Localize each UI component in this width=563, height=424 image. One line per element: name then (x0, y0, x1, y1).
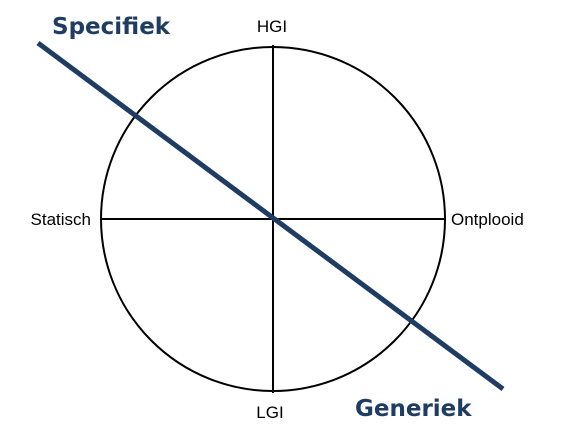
axis-label-left: Statisch (31, 210, 91, 229)
diagonal-label-start: Specifiek (52, 14, 171, 40)
diagonal-line (36, 40, 505, 392)
axis-label-top: HGI (257, 17, 287, 36)
axis-label-right: Ontplooid (451, 210, 524, 229)
diagonal-label-end: Generiek (355, 396, 472, 422)
axis-label-bottom: LGI (256, 403, 283, 422)
